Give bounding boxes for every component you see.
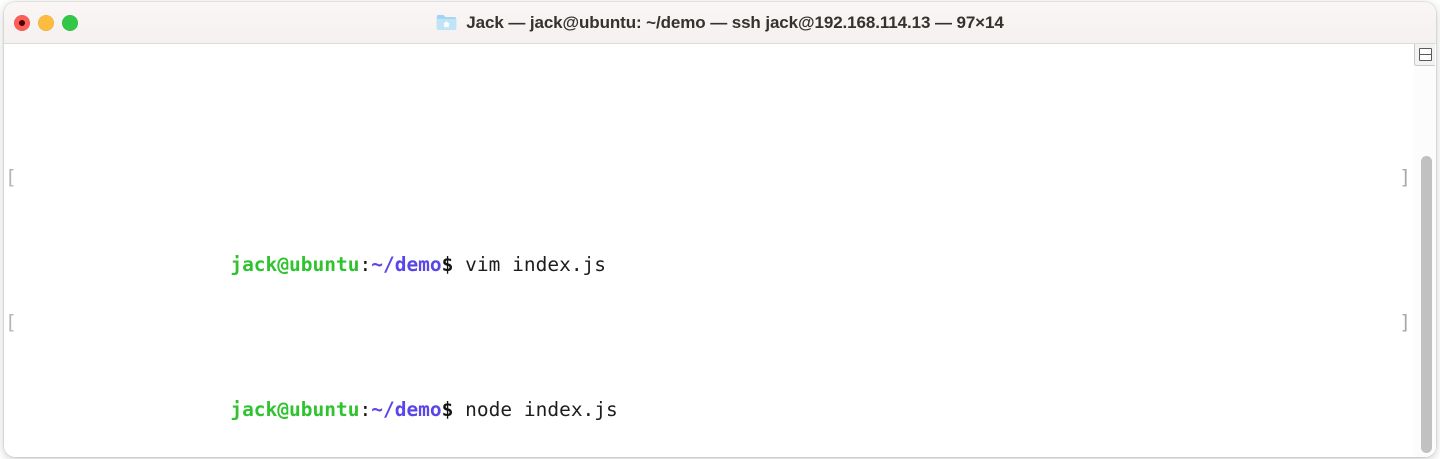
prompt-colon: : — [359, 253, 372, 276]
vertical-scrollbar[interactable] — [1414, 66, 1436, 457]
folder-home-icon — [437, 15, 457, 30]
command-text: vim index.js — [453, 253, 607, 276]
terminal-line: [ jack@ubuntu:~/demo$ ls ] — [4, 453, 1436, 457]
minimize-button[interactable] — [38, 14, 54, 31]
terminal-body[interactable]: [ jack@ubuntu:~/demo$ vim index.js ] [ j… — [4, 44, 1436, 457]
prompt-path: ~/demo — [371, 253, 442, 276]
terminal-window: Jack — jack@ubuntu: ~/demo — ssh jack@19… — [4, 2, 1436, 457]
zoom-button[interactable] — [62, 14, 78, 31]
prompt-user-host: jack@ubuntu — [230, 253, 360, 276]
title-bar[interactable]: Jack — jack@ubuntu: ~/demo — ssh jack@19… — [4, 2, 1436, 44]
prompt-sigil: $ — [441, 253, 454, 276]
prompt-mark-close-icon: ] — [1399, 166, 1411, 189]
close-button[interactable] — [14, 14, 30, 31]
traffic-light-group — [14, 2, 78, 43]
prompt-colon: : — [359, 398, 372, 421]
window-title: Jack — jack@ubuntu: ~/demo — ssh jack@19… — [466, 12, 1004, 32]
prompt-mark-open-icon: [ — [5, 311, 17, 334]
prompt-user-host: jack@ubuntu — [230, 398, 360, 421]
scrollbar-thumb[interactable] — [1421, 156, 1432, 453]
prompt-mark-open-icon: [ — [5, 453, 17, 457]
terminal-line: [ jack@ubuntu:~/demo$ node index.js ] — [4, 308, 1436, 421]
prompt-sigil: $ — [441, 398, 454, 421]
title-group: Jack — jack@ubuntu: ~/demo — ssh jack@19… — [436, 12, 1004, 33]
split-pane-button[interactable] — [1414, 44, 1435, 66]
terminal-gutter — [1414, 44, 1436, 457]
terminal-output: [ jack@ubuntu:~/demo$ vim index.js ] [ j… — [4, 44, 1436, 457]
command-text: node index.js — [453, 398, 618, 421]
prompt-mark-close-icon: ] — [1399, 311, 1411, 334]
prompt-path: ~/demo — [371, 398, 442, 421]
split-pane-icon — [1418, 48, 1432, 61]
prompt-mark-close-icon: ] — [1399, 453, 1411, 457]
prompt-mark-open-icon: [ — [5, 166, 17, 189]
terminal-line: [ jack@ubuntu:~/demo$ vim index.js ] — [4, 163, 1436, 276]
